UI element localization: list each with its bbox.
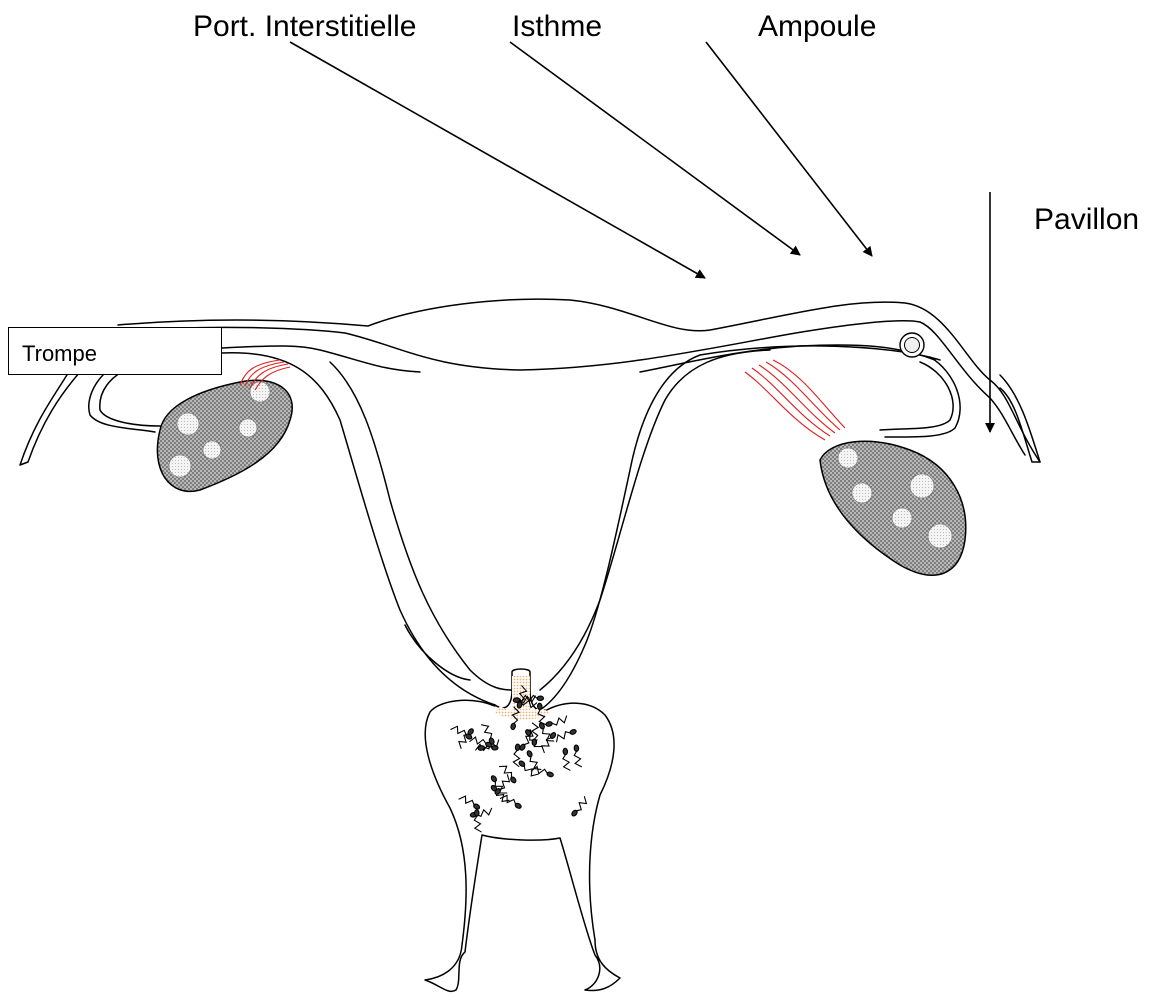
label-ampoule: Ampoule [758,12,876,42]
label-pavillon: Pavillon [1034,205,1139,235]
sperm-head [546,771,554,777]
sperm-head [510,776,517,784]
sperm-head [537,703,542,710]
label-trompe: Trompe [22,343,97,365]
sperm-tail [474,816,481,832]
sperm-tail [451,726,466,735]
fimbria-right [880,357,960,437]
sperm-head [515,744,520,751]
sperm-tail [532,723,538,739]
sperm-tail [542,738,551,753]
label-port-interstitielle: Port. Interstitielle [193,12,416,42]
sperm-tail [557,732,571,742]
tube-lumen-lower-right [640,345,935,372]
sperm-head [545,721,552,727]
uterus-outline [20,299,1040,991]
arrow-interstitielle [290,42,705,278]
sperm-head [574,745,579,752]
sperm-tail [470,737,486,744]
pavillon-right [1000,375,1040,462]
sperm-tail [482,725,492,739]
sperm-tail [563,755,570,771]
pavillon-left [20,370,80,465]
pointer-arrows [290,42,990,432]
tube-lumen-lower-left [222,346,420,372]
sperm-head [474,810,479,817]
uterine-wall-right-inner [540,350,770,690]
oocyte [900,333,924,357]
sperm-tail [459,796,474,805]
sperm-tail [552,716,567,725]
sperm-head [490,775,497,783]
sperm-head [563,748,568,755]
uterine-wall-left-inner [330,362,512,690]
sperm-head [569,729,577,735]
ligament-right [745,360,845,440]
sperm-tail [500,775,510,789]
sperm-tail [576,797,586,811]
ovary-right [820,441,966,575]
sperm-tail [574,751,581,767]
arrow-isthme [510,42,800,255]
sperm-head [537,696,543,701]
arrow-ampoule [706,42,872,256]
sperm-tail [513,750,519,766]
label-isthme: Isthme [512,12,602,42]
sperm-head [510,723,516,730]
sperm-head [532,739,537,746]
sperm-head [526,750,533,758]
sperm-cluster [451,686,587,832]
sperm-tail [500,766,512,777]
ovary-left [157,380,292,491]
